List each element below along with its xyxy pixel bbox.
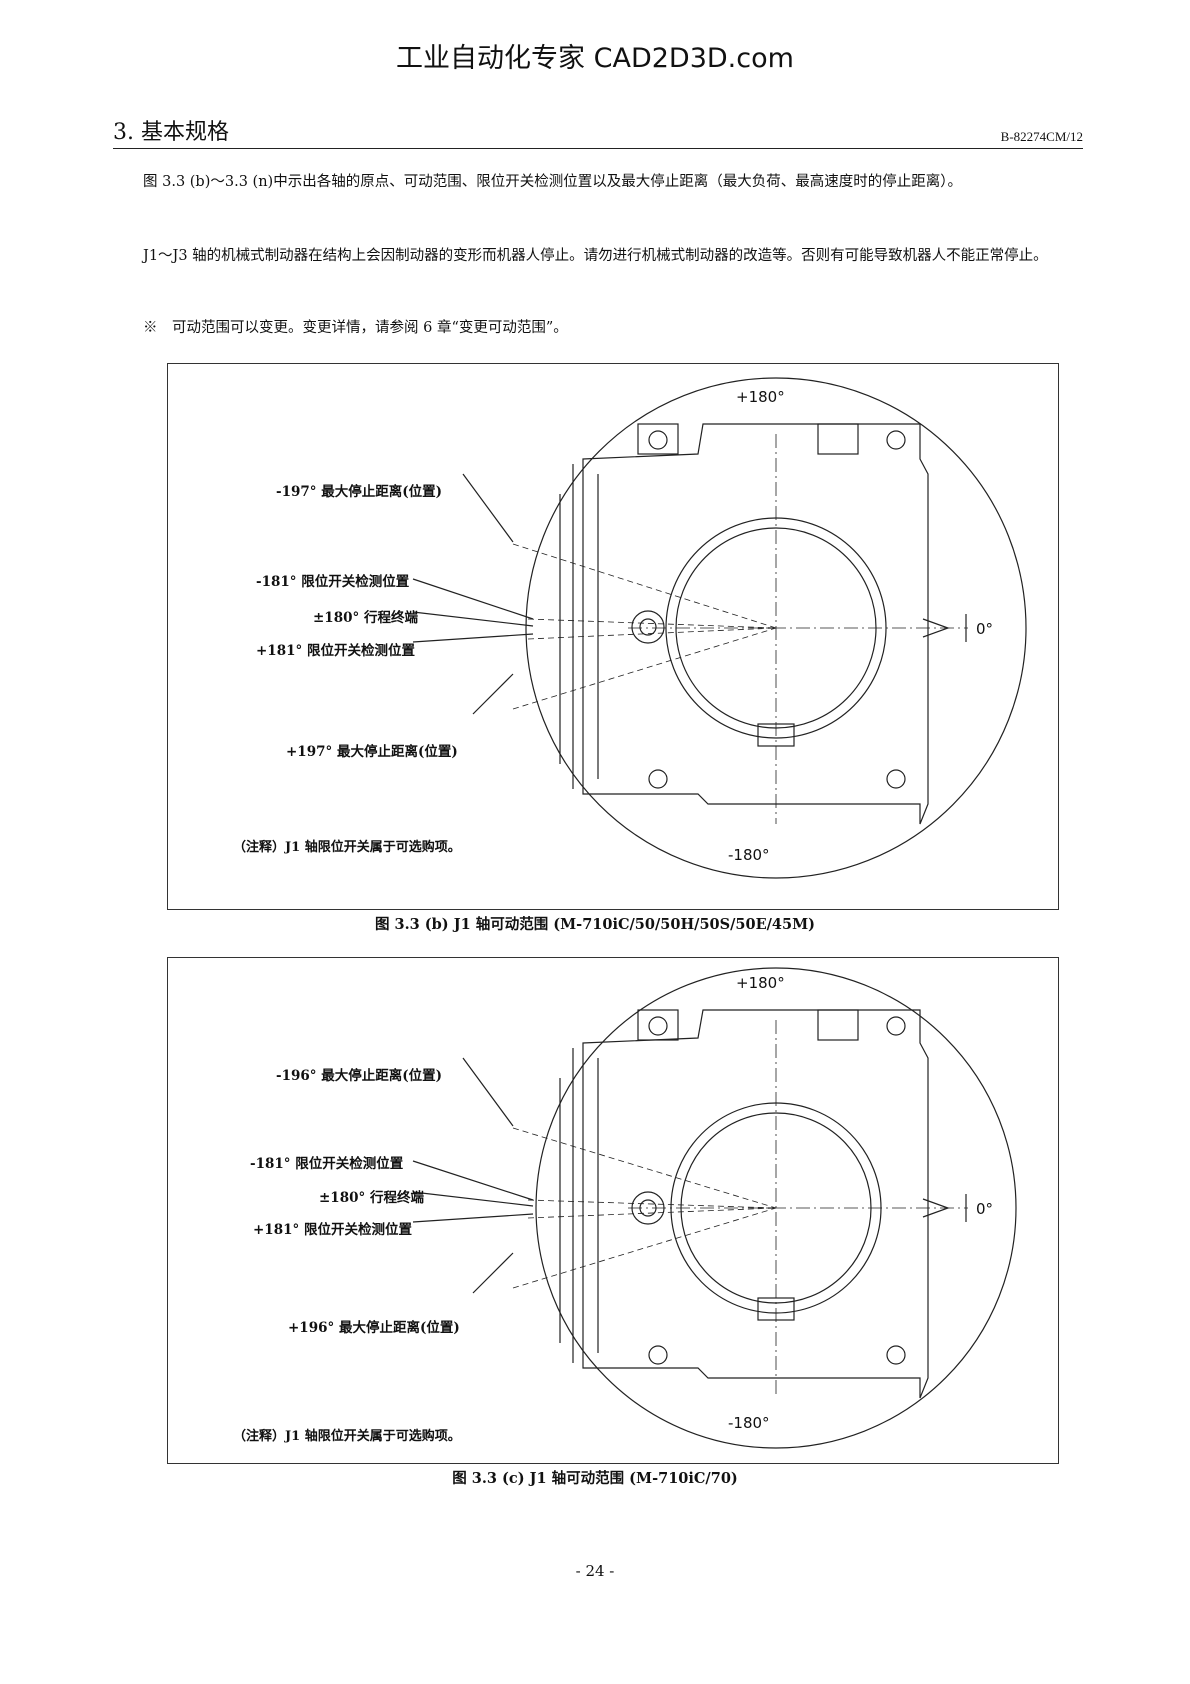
- label-ls-neg: -181° 限位开关检测位置: [256, 573, 410, 590]
- label-ls-pos: +181° 限位开关检测位置: [256, 642, 415, 659]
- figure-note: （注释）J1 轴限位开关属于可选购项。: [233, 839, 461, 855]
- page-header: 3. 基本规格 B-82274CM/12: [113, 118, 1083, 149]
- paragraph-note: ※ 可动范围可以变更。变更详情，请参阅 6 章“变更可动范围”。: [143, 320, 568, 336]
- paragraph-intro: 图 3.3 (b)～3.3 (n)中示出各轴的原点、可动范围、限位开关检测位置以…: [143, 174, 962, 190]
- label-plus-180: +180°: [736, 388, 785, 406]
- figure-note: （注释）J1 轴限位开关属于可选购项。: [233, 1428, 461, 1444]
- figure-j1-range-b: +180° -180° 0° -197° 最大停止距离(位置) -181° 限位…: [167, 363, 1059, 910]
- motion-range-circle: [535, 967, 1017, 1449]
- label-stop-neg: -197° 最大停止距离(位置): [276, 483, 442, 500]
- base-outline: [582, 1009, 929, 1399]
- label-minus-180: -180°: [728, 846, 770, 864]
- page-number: - 24 -: [575, 1562, 615, 1580]
- j1-range-drawing: +180° -180° 0° -196° 最大停止距离(位置) -181° 限位…: [233, 967, 1017, 1449]
- label-plus-180: +180°: [736, 974, 785, 992]
- label-stop-pos: +197° 最大停止距离(位置): [286, 743, 458, 760]
- base-outline: [582, 423, 929, 825]
- figure-caption-c: 图 3.3 (c) J1 轴可动范围 (M-710iC/70): [452, 1470, 738, 1487]
- paragraph-brake: J1～J3 轴的机械式制动器在结构上会因制动器的变形而机器人停止。请勿进行机械式…: [143, 248, 1048, 264]
- label-stroke-end: ±180° 行程终端: [313, 609, 418, 626]
- figure-j1-range-c: +180° -180° 0° -196° 最大停止距离(位置) -181° 限位…: [167, 957, 1059, 1464]
- label-stroke-end: ±180° 行程终端: [319, 1189, 424, 1206]
- motion-range-circle: [525, 377, 1027, 879]
- leader-line: [462, 473, 514, 543]
- document-number: B-82274CM/12: [1000, 129, 1083, 144]
- label-zero: 0°: [976, 1200, 993, 1218]
- watermark-text: 工业自动化专家 CAD2D3D.com: [396, 43, 794, 74]
- j1-range-drawing: +180° -180° 0° -197° 最大停止距离(位置) -181° 限位…: [233, 377, 1027, 879]
- label-zero: 0°: [976, 620, 993, 638]
- label-ls-pos: +181° 限位开关检测位置: [253, 1221, 412, 1238]
- figure-caption-b: 图 3.3 (b) J1 轴可动范围 (M-710iC/50/50H/50S/5…: [374, 916, 816, 933]
- label-stop-pos: +196° 最大停止距离(位置): [288, 1319, 460, 1336]
- label-stop-neg: -196° 最大停止距离(位置): [276, 1067, 442, 1084]
- section-title: 3. 基本规格: [113, 120, 229, 145]
- label-minus-180: -180°: [728, 1414, 770, 1432]
- label-ls-neg: -181° 限位开关检测位置: [250, 1155, 404, 1172]
